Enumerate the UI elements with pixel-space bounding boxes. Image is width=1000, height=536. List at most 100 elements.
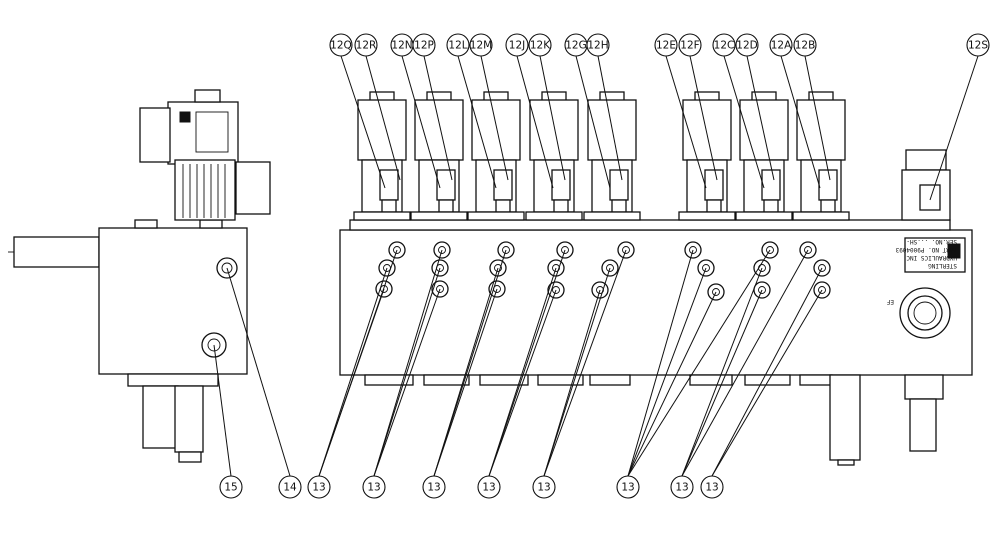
callout-balloon: 12G: [564, 33, 588, 57]
left-solenoid: [139, 89, 271, 221]
leader-line: [543, 267, 611, 477]
callout-balloon: 13: [307, 475, 331, 499]
callout-balloon: 12Q: [329, 33, 353, 57]
callout-balloon: 12F: [678, 33, 702, 57]
plate-line-3: PART NO. P9004093: [895, 246, 957, 253]
leader-line: [575, 55, 611, 189]
leader-line: [627, 291, 717, 477]
callout-balloon: 13: [616, 475, 640, 499]
manufacturer-plate: STERLING HYDRAULICS INC PART NO. P900409…: [895, 237, 966, 273]
callout-balloon: 12L: [446, 33, 470, 57]
leader-line: [539, 55, 566, 181]
leader-line: [804, 55, 831, 181]
callout-label: 13: [312, 482, 325, 494]
callout-label: 12L: [448, 40, 467, 52]
callout-label: 12H: [587, 40, 608, 52]
leader-line: [373, 249, 443, 477]
callout-label: 12A: [771, 40, 792, 52]
callout-balloon: 13: [532, 475, 556, 499]
callout-label: 12G: [565, 40, 587, 52]
callout-balloon: 15: [219, 475, 243, 499]
callout-balloon: 12J: [505, 33, 529, 57]
leader-line: [340, 55, 386, 189]
leader-line: [746, 55, 775, 181]
callout-label: 12R: [356, 40, 377, 52]
leader-line: [480, 55, 509, 181]
leader-line: [711, 289, 823, 477]
callout-label: 12Q: [330, 40, 352, 52]
leader-line: [627, 249, 771, 477]
leader-line: [373, 267, 441, 477]
leader-line: [457, 55, 497, 189]
leader-line: [433, 267, 499, 477]
callout-balloon: 12E: [654, 33, 678, 57]
callout-label: 13: [427, 482, 440, 494]
leader-line: [318, 288, 385, 477]
callout-label: 13: [482, 482, 495, 494]
callout-balloon: 13: [477, 475, 501, 499]
callout-balloon: 12K: [528, 33, 552, 57]
callout-balloon: 12R: [354, 33, 378, 57]
callout-balloon: 12B: [793, 33, 817, 57]
callout-label: 13: [705, 482, 718, 494]
callout-balloon: 14: [278, 475, 302, 499]
callout-label: 12E: [656, 40, 676, 52]
leader-line: [488, 289, 557, 477]
callout-label: 12B: [795, 40, 816, 52]
callout-balloon: 12H: [586, 33, 610, 57]
callout-balloon: 13: [700, 475, 724, 499]
leader-line: [488, 267, 557, 477]
callout-label: 12P: [414, 40, 434, 52]
leader-line: [627, 249, 694, 477]
cartridge-valve: [678, 91, 736, 221]
left-valve-block: [8, 219, 248, 463]
plate-line-2: HYDRAULICS INC: [906, 254, 957, 261]
plate-line-4: SER.NO. ...SH-: [906, 238, 957, 245]
leader-line: [318, 267, 388, 477]
callout-label: 12S: [968, 40, 988, 52]
cartridge-valve: [410, 91, 468, 221]
callout-label: 12K: [530, 40, 551, 52]
leader-line: [433, 288, 498, 477]
callout-balloon: 12D: [735, 33, 759, 57]
callout-balloon: 13: [362, 475, 386, 499]
callout-balloon: 12P: [412, 33, 436, 57]
leader-line: [723, 55, 765, 189]
leader-line: [711, 267, 823, 477]
callout-balloon: 13: [422, 475, 446, 499]
callout-balloon: 12A: [769, 33, 793, 57]
leader-line: [365, 55, 401, 181]
leader-line: [226, 267, 291, 477]
callout-balloon: 12N: [390, 33, 414, 57]
leader-line: [401, 55, 441, 189]
callout-label: 12F: [680, 40, 699, 52]
leader-line: [516, 55, 554, 189]
plate-line-1: STERLING: [928, 262, 957, 269]
leader-line: [423, 55, 453, 181]
cartridge-valve: [467, 91, 525, 221]
cartridge-valve: [792, 91, 850, 221]
cartridge-valve: [735, 91, 793, 221]
callout-label: 13: [537, 482, 550, 494]
callout-balloon: 12C: [712, 33, 736, 57]
leader-line: [689, 55, 718, 181]
cartridge-valve: [583, 91, 641, 221]
callout-label: 12J: [509, 40, 525, 52]
callout-label: 13: [367, 482, 380, 494]
leader-line: [780, 55, 821, 189]
callout-label: 12C: [714, 40, 735, 52]
leader-line: [681, 249, 809, 477]
callout-label: 12D: [736, 40, 757, 52]
port-label: EF: [886, 298, 894, 305]
cartridge-valve: [525, 91, 583, 221]
cartridge-valve: [353, 91, 411, 221]
callout-balloon: 12M: [469, 33, 493, 57]
leader-line: [681, 289, 763, 477]
leader-line: [627, 267, 707, 477]
leader-line: [929, 55, 979, 201]
leader-lines: [213, 55, 979, 477]
callout-label: 14: [283, 482, 297, 494]
